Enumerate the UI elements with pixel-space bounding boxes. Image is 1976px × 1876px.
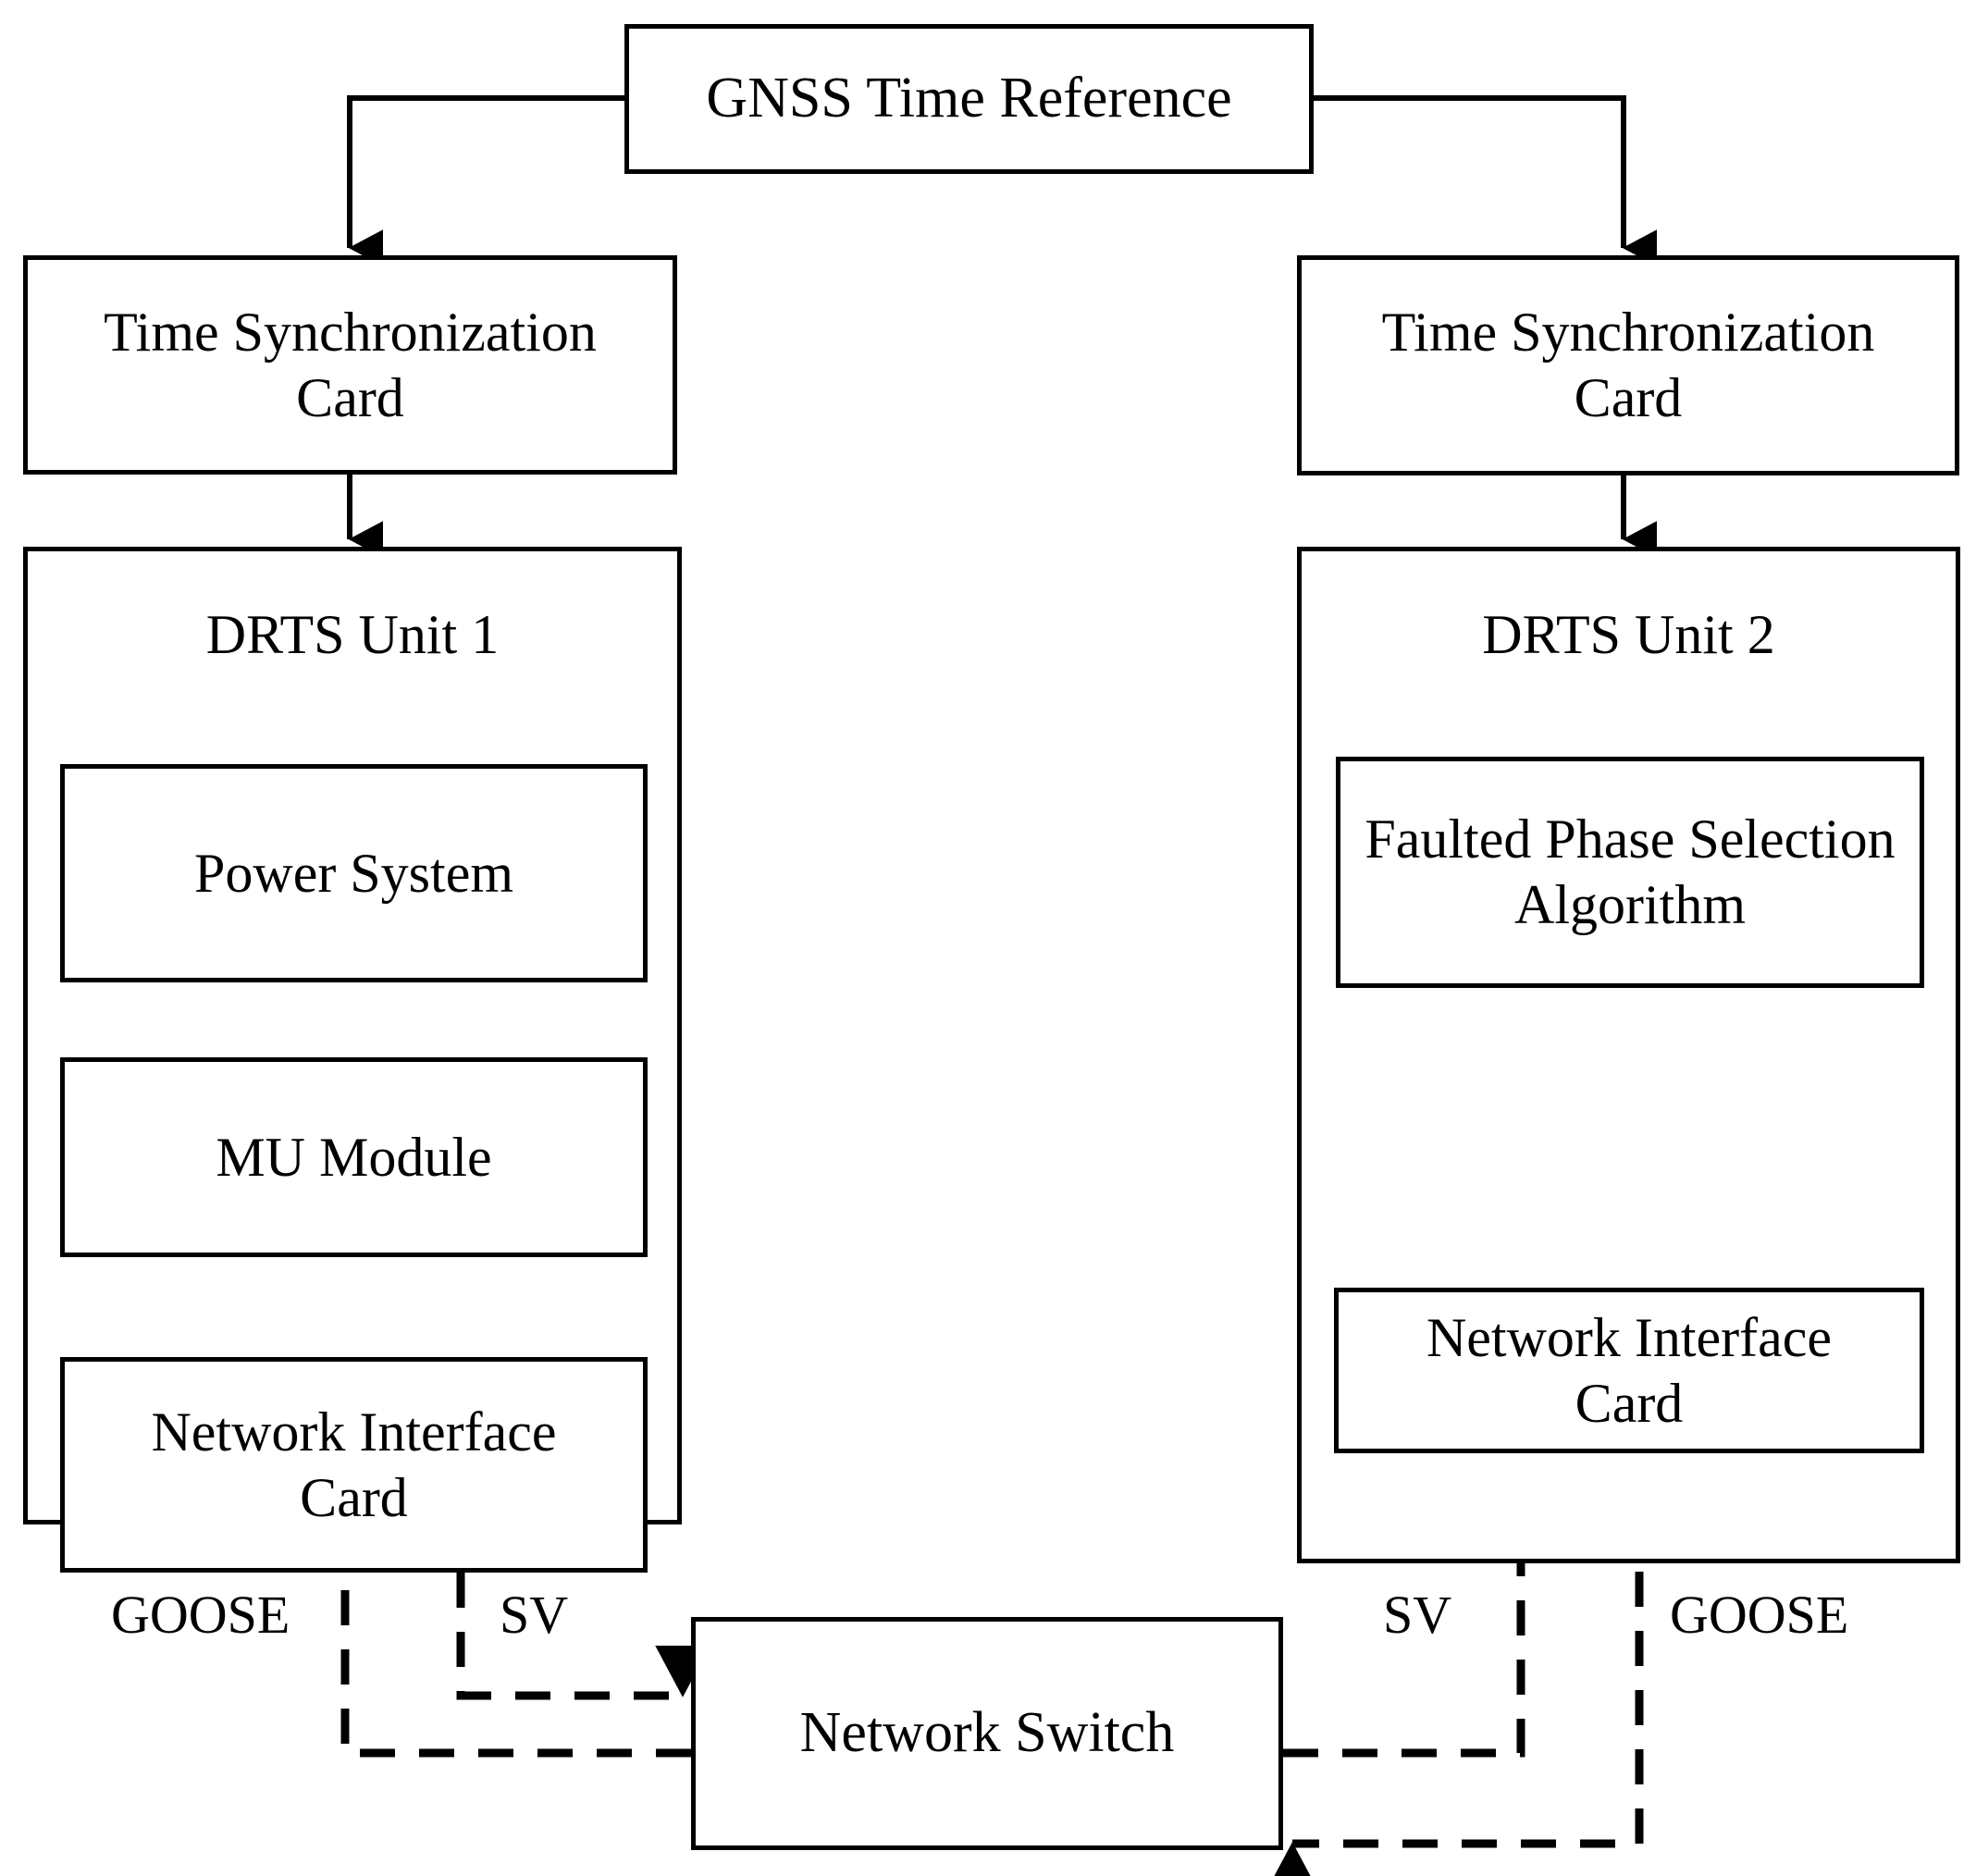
edge-label-goose-right: GOOSE xyxy=(1670,1584,1848,1646)
node-faulted-phase-selection-algorithm-label: Faulted Phase Selection Algorithm xyxy=(1365,808,1896,935)
node-power-system[interactable]: Power System xyxy=(60,764,648,982)
edge-label-goose-left: GOOSE xyxy=(111,1584,290,1646)
node-mu-module[interactable]: MU Module xyxy=(60,1057,648,1257)
edge-label-sv-left-text: SV xyxy=(500,1585,569,1645)
node-time-synchronization-card-left-label: Time Synchronization Card xyxy=(104,301,597,428)
node-network-switch[interactable]: Network Switch xyxy=(691,1617,1283,1850)
edge-label-sv-left: SV xyxy=(500,1584,568,1646)
node-network-interface-card-left-label: Network Interface Card xyxy=(151,1401,557,1528)
node-network-interface-card-right[interactable]: Network Interface Card xyxy=(1334,1288,1924,1453)
edge-label-goose-left-text: GOOSE xyxy=(111,1585,290,1645)
edge-label-goose-right-text: GOOSE xyxy=(1670,1585,1849,1645)
node-drts-unit-1-label: DRTS Unit 1 xyxy=(205,604,500,665)
node-gnss-time-reference-label: GNSS Time Reference xyxy=(706,67,1232,130)
node-time-synchronization-card-right[interactable]: Time Synchronization Card xyxy=(1297,255,1959,475)
edge-gnss-to-tsc-right xyxy=(1314,95,1658,266)
edge-goose-right-nic-to-switch xyxy=(1265,1453,1644,1876)
edge-label-sv-right: SV xyxy=(1383,1584,1451,1646)
node-drts-unit-2-label: DRTS Unit 2 xyxy=(1482,604,1775,665)
edge-label-sv-right-text: SV xyxy=(1383,1585,1452,1645)
node-network-interface-card-right-label: Network Interface Card xyxy=(1426,1306,1833,1434)
edge-gnss-to-tsc-left xyxy=(347,95,624,266)
node-mu-module-label: MU Module xyxy=(216,1126,492,1188)
edge-sv-left-nic-to-switch xyxy=(456,1573,710,1700)
node-time-synchronization-card-right-label: Time Synchronization Card xyxy=(1381,302,1875,428)
node-power-system-label: Power System xyxy=(194,842,513,904)
node-faulted-phase-selection-algorithm[interactable]: Faulted Phase Selection Algorithm xyxy=(1336,757,1924,988)
node-time-synchronization-card-left[interactable]: Time Synchronization Card xyxy=(23,255,677,475)
node-network-switch-label: Network Switch xyxy=(799,1701,1175,1765)
node-network-interface-card-left[interactable]: Network Interface Card xyxy=(60,1357,648,1573)
node-gnss-time-reference[interactable]: GNSS Time Reference xyxy=(624,24,1314,174)
